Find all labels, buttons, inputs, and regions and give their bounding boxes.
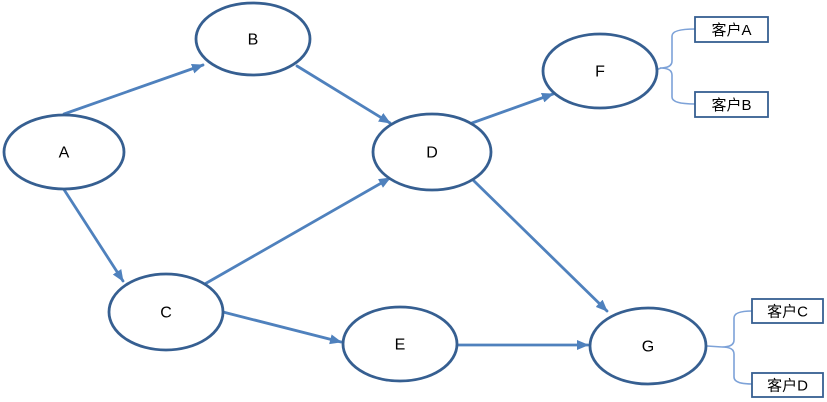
customer-b-label: 客户B <box>711 97 751 114</box>
customer-c-box: 客户C <box>751 298 824 324</box>
node-d-label: D <box>426 145 438 162</box>
customer-d-box-shape <box>751 372 824 398</box>
node-e-label: E <box>395 337 406 354</box>
edge-b-to-d-arrow <box>295 64 392 125</box>
customer-c-label: 客户C <box>767 304 808 321</box>
customer-a-box: 客户A <box>694 16 769 43</box>
node-c: C <box>107 272 225 352</box>
edge-a-to-c-arrow <box>61 186 125 283</box>
node-g-label: G <box>642 339 654 356</box>
brace-g-stub <box>706 345 723 348</box>
node-a-label: A <box>59 145 70 162</box>
customer-b-box: 客户B <box>694 91 769 118</box>
node-a: A <box>2 113 126 191</box>
edge-c-to-d-arrow <box>201 176 392 287</box>
node-c-label: C <box>160 305 172 322</box>
node-d: D <box>371 112 493 192</box>
node-b-label: B <box>248 32 259 49</box>
edge-a-to-b-arrow <box>62 63 205 116</box>
node-e-shape <box>341 305 459 383</box>
customer-c-box-shape <box>751 298 824 324</box>
edge-c-to-e-arrow <box>221 310 343 345</box>
node-b-shape <box>194 1 312 77</box>
customer-b-box-shape <box>694 91 769 118</box>
node-b: B <box>194 1 312 77</box>
customer-d-label: 客户D <box>767 378 808 395</box>
node-f-label: F <box>595 64 605 81</box>
brace-f-bracket <box>659 28 696 105</box>
node-e: E <box>341 305 459 383</box>
brace-g-bracket <box>721 310 753 385</box>
customer-a-label: 客户A <box>711 22 751 39</box>
node-f: F <box>541 32 659 110</box>
node-a-shape <box>2 113 126 191</box>
node-g: G <box>588 306 708 386</box>
customer-a-box-shape <box>694 16 769 43</box>
node-g-shape <box>588 306 708 386</box>
node-f-shape <box>541 32 659 110</box>
edge-d-to-f-arrow <box>470 92 555 125</box>
node-c-shape <box>107 272 225 352</box>
customer-d-box: 客户D <box>751 372 824 398</box>
edge-d-to-g-arrow <box>471 178 609 313</box>
node-d-shape <box>371 112 493 192</box>
